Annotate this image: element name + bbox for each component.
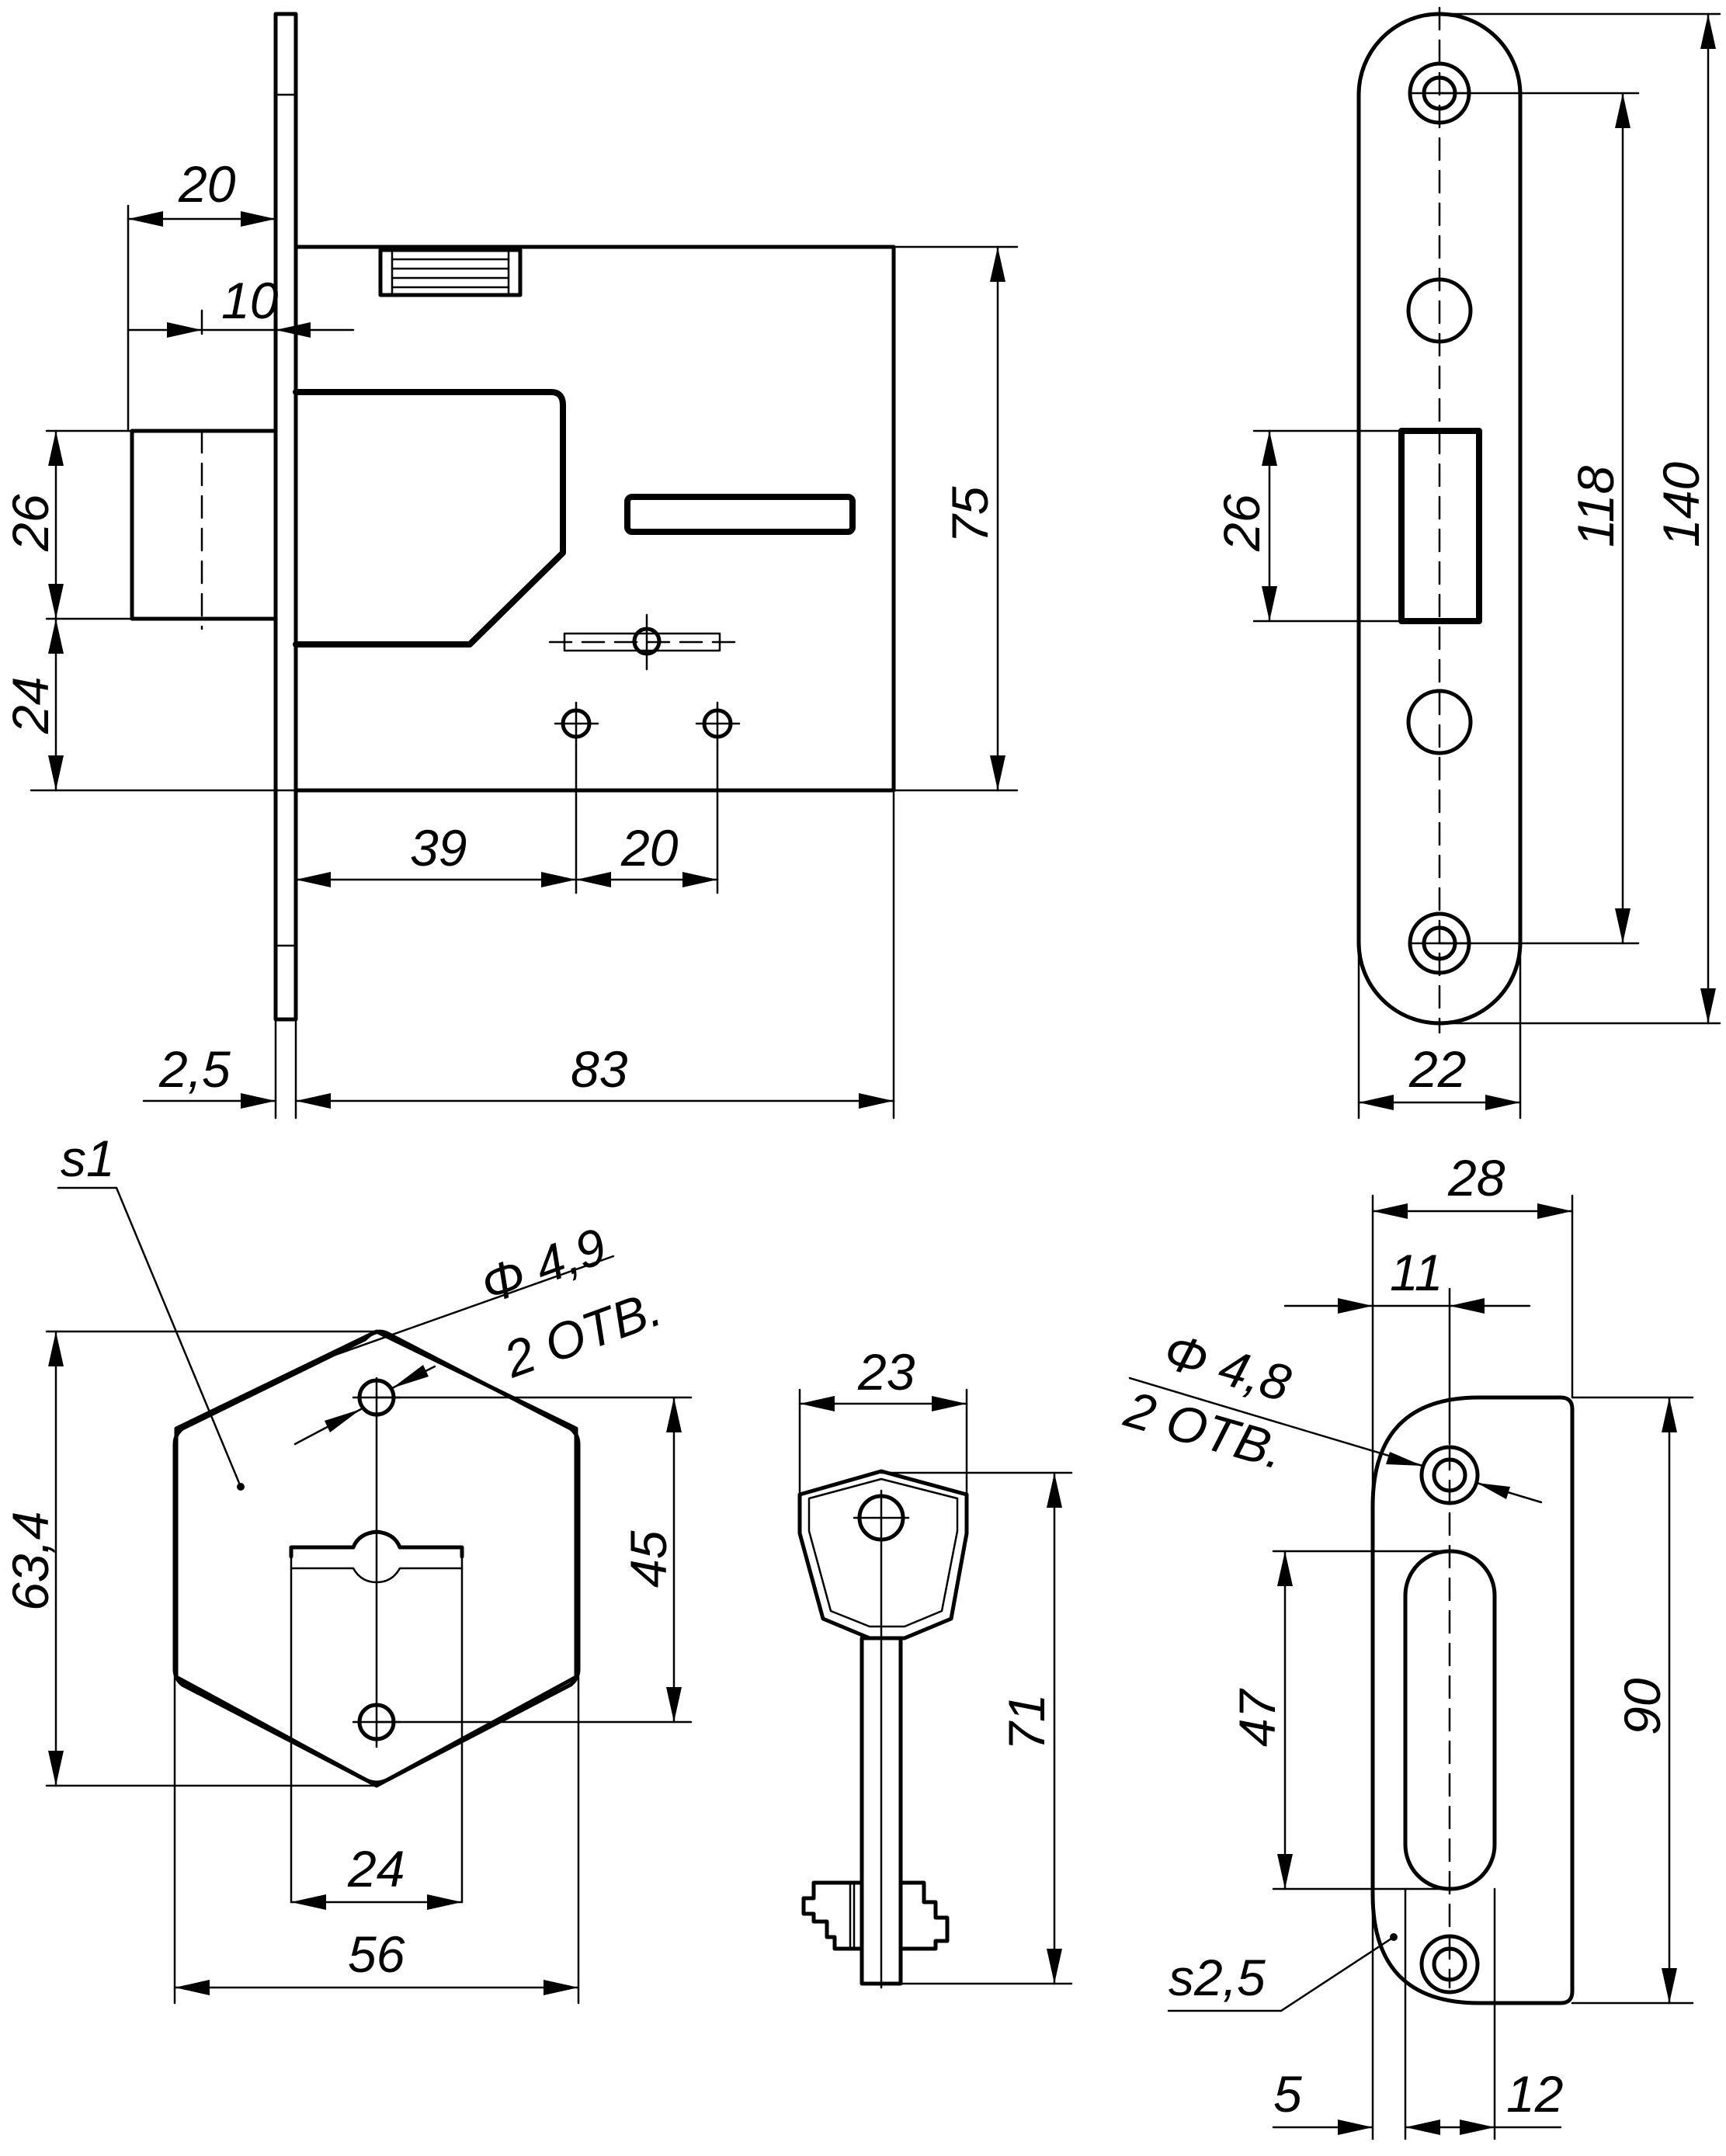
dim-key-head-width: 23 [857, 1343, 915, 1401]
lock-dimensions [30, 204, 1019, 1120]
dim-body-depth: 83 [571, 1040, 628, 1098]
dim-hole-spacing: 20 [620, 819, 679, 877]
key-dimensions [798, 1388, 1073, 1985]
keyhole-symbol [548, 613, 743, 671]
dim-escutcheon-keyhole-width: 24 [347, 1840, 405, 1897]
key-head [797, 1469, 969, 1640]
strike-plate-view: 28 11 Φ 4,8 2 ОТВ. 47 90 s2,5 5 12 [1118, 1149, 1694, 2140]
lock-slot [624, 494, 856, 535]
dim-bolt-offset: 10 [221, 272, 279, 329]
lock-top-bracket [378, 248, 523, 297]
faceplate-hole-2 [1406, 277, 1473, 344]
dim-bolt-height: 26 [2, 494, 59, 552]
strike-plate-hole-top [1419, 1445, 1480, 1505]
faceplate-dimensions [1252, 12, 1721, 1120]
dim-keyhole-distance: 39 [410, 819, 467, 877]
strike-plate-material-label: s2,5 [1169, 1949, 1266, 2006]
dim-bolt-projection: 20 [178, 155, 236, 213]
dim-bolt-opening-height: 26 [1213, 494, 1270, 552]
dim-body-height: 75 [941, 486, 998, 543]
dim-key-length: 71 [998, 1694, 1055, 1751]
key-view: 23 71 [797, 1343, 1073, 1989]
dim-strike-plate-height: 90 [1613, 1678, 1671, 1735]
escutcheon-outline-rounded [172, 1329, 581, 1785]
dim-faceplate-hole-spacing: 118 [1567, 465, 1624, 547]
dim-strike-plate-slot-width: 12 [1506, 2065, 1563, 2123]
dim-escutcheon-hole-spacing: 45 [620, 1530, 677, 1588]
strike-plate-outline [1370, 1395, 1575, 2005]
faceplate-bolt-opening [1398, 428, 1482, 624]
escutcheon-dimensions [45, 1330, 693, 2005]
mortise-lock-view: 20 10 26 24 75 39 20 2,5 83 [2, 12, 1019, 1120]
dim-escutcheon-width: 56 [348, 1925, 405, 1983]
dim-strike-plate-hole-offset: 11 [1390, 1244, 1443, 1301]
strike-plate-dimensions [1272, 1203, 1694, 2140]
faceplate-hole-3 [1406, 689, 1473, 755]
key-bits [801, 1880, 950, 1951]
lock-body [293, 245, 896, 793]
dim-faceplate-width: 22 [1408, 1040, 1466, 1098]
escutcheon-view: s1 Φ 4,9 2 ОТВ. 63,4 45 24 56 [2, 1130, 693, 2005]
strike-plate-hole-bottom [1419, 1934, 1480, 1995]
key-shank [860, 1636, 903, 1986]
dim-strike-plate-edge-offset: 5 [1273, 2065, 1302, 2123]
dim-strike-plate-slot-length: 47 [1228, 1688, 1286, 1747]
faceplate-view: 26 118 140 22 [1213, 6, 1721, 1120]
lock-faceplate [273, 12, 298, 1022]
dim-faceplate-length: 140 [1652, 462, 1710, 547]
dim-faceplate-thickness: 2,5 [158, 1040, 231, 1098]
dim-strike-plate-width: 28 [1447, 1149, 1505, 1206]
escutcheon-keyhole [289, 1529, 464, 1904]
escutcheon-material-label: s1 [61, 1130, 115, 1187]
dim-bolt-from-bottom: 24 [2, 677, 59, 734]
dim-escutcheon-height: 63,4 [2, 1512, 59, 1611]
lock-latch [130, 429, 278, 621]
lock-bolt [293, 389, 566, 647]
